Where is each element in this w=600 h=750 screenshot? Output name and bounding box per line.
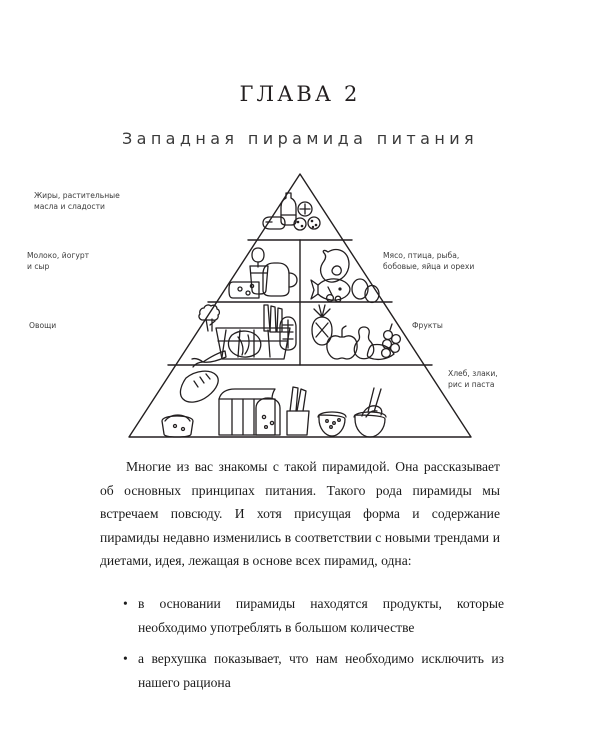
food-pyramid-figure: Жиры, растительные масла и сладости Моло… <box>0 165 600 450</box>
icon-fruits <box>311 304 402 361</box>
label-dairy-line2: и сыр <box>27 262 50 271</box>
label-meat-line2: бобовые, яйца и орехи <box>383 262 474 271</box>
label-fats-line1: Жиры, растительные <box>34 191 120 200</box>
list-item: • а верхушка показывает, что нам необход… <box>122 647 504 694</box>
label-meat-line1: Мясо, птица, рыба, <box>383 251 459 260</box>
bullet-list: • в основании пирамиды находятся продукт… <box>122 592 504 694</box>
page-subtitle: Западная пирамида питания <box>121 129 479 148</box>
label-fats-line2: масла и сладости <box>34 202 105 211</box>
icon-fats-oils-sweets <box>262 192 321 231</box>
body-paragraph: Многие из вас знакомы с такой пирамидой.… <box>100 459 500 568</box>
body-paragraph-block: Многие из вас знакомы с такой пирамидой.… <box>100 455 500 573</box>
bullet-marker-icon: • <box>123 651 128 666</box>
icon-vegetables <box>191 304 297 368</box>
label-fruits: Фрукты <box>412 321 443 330</box>
bullet-marker-icon: • <box>123 596 128 611</box>
list-item-text: в основании пирамиды находятся продукты,… <box>138 596 504 635</box>
icon-grains <box>161 370 387 438</box>
label-vegetables: Овощи <box>29 321 56 330</box>
icon-dairy <box>228 247 298 299</box>
icon-meat-protein <box>310 248 380 304</box>
list-item-text: а верхушка показывает, что нам необходим… <box>138 651 504 690</box>
label-dairy-line1: Молоко, йогурт <box>27 251 90 260</box>
label-grains-line1: Хлеб, злаки, <box>448 369 498 378</box>
list-item: • в основании пирамиды находятся продукт… <box>122 592 504 639</box>
page-title: ГЛАВА 2 <box>239 82 361 106</box>
label-grains-line2: рис и паста <box>448 380 495 389</box>
